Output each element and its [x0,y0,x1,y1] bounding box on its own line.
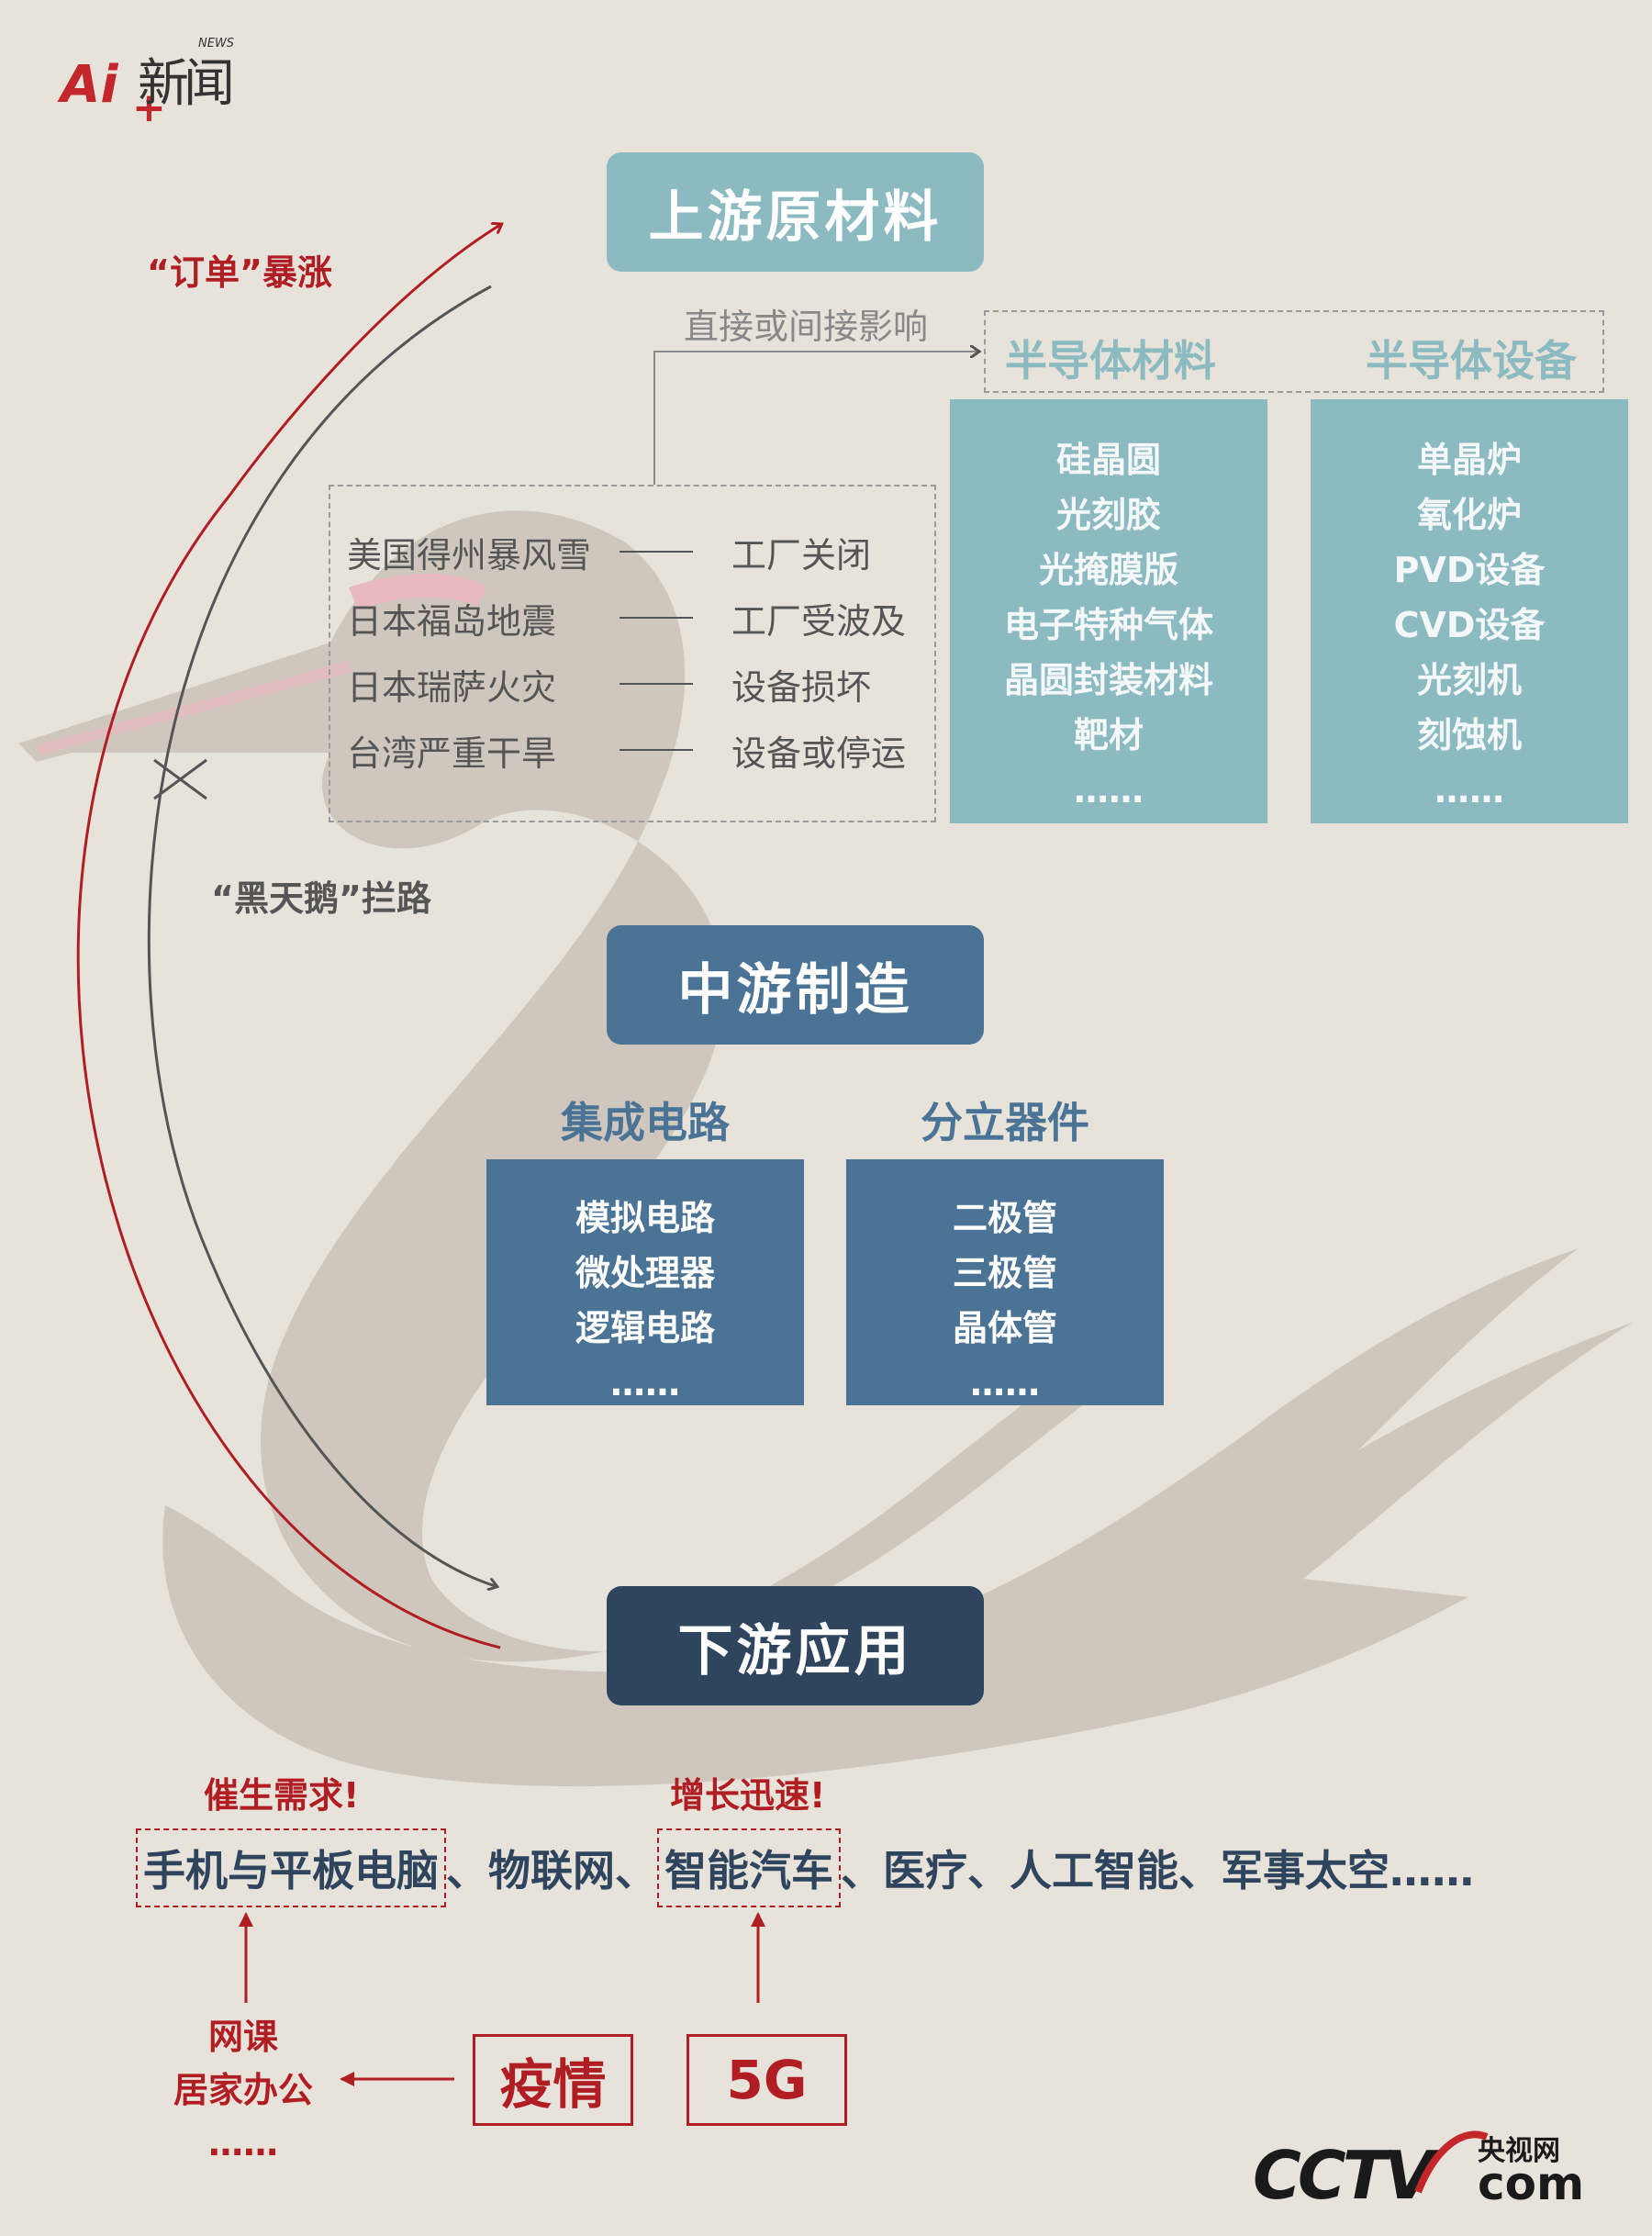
event-text: 日本瑞萨火灾 [347,667,557,708]
ic-item: 逻辑电路 [575,1308,715,1348]
ic-item: 模拟电路 [575,1198,715,1238]
discrete-item: …… [970,1363,1040,1403]
materials-item: 光掩膜版 [1038,550,1178,590]
event-result: 工厂受波及 [731,601,907,642]
logo-plus: + [132,84,166,131]
downstream-title: 下游应用 [607,1586,984,1705]
equipment-item: CVD设备 [1393,605,1546,645]
side-note: 居家办公 [173,2070,313,2110]
event-text: 美国得州暴风雪 [347,535,592,576]
block-x-mark [153,758,207,800]
cctv-swoosh-icon [1414,2130,1489,2194]
materials-item: 光刻胶 [1055,495,1161,535]
orders-surge-label: “订单”暴涨 [147,252,332,293]
cctv-com: com [1478,2157,1585,2210]
discrete-item: 二极管 [952,1198,1057,1238]
upstream-headers-frame [984,310,1604,393]
app-rest: 、医疗、人工智能、军事太空…… [841,1846,1474,1895]
equipment-item: 刻蚀机 [1416,715,1522,755]
ic-title: 集成电路 [561,1098,730,1147]
materials-box: 硅晶圆 光刻胶 光掩膜版 电子特种气体 晶圆封装材料 靶材 …… [950,399,1267,823]
applications-line: 手机与平板电脑 、 物联网 、 智能汽车 、医疗、人工智能、军事太空…… [136,1828,1474,1907]
app-separator: 、 [446,1846,488,1895]
ic-box: 模拟电路 微处理器 逻辑电路 …… [486,1159,804,1405]
app-phones: 手机与平板电脑 [136,1828,446,1907]
materials-item: 电子特种气体 [1003,605,1213,645]
event-result: 设备或停运 [731,733,907,774]
equipment-item: 氧化炉 [1416,495,1522,535]
discrete-item: 晶体管 [952,1308,1057,1348]
equipment-item: 单晶炉 [1416,440,1522,480]
swan-body [162,1248,1634,1787]
black-swan-arrow [147,285,496,1586]
midstream-title: 中游制造 [607,925,984,1045]
logo: Ai + 新闻 NEWS [61,37,244,138]
side-note: 网课 [207,2017,278,2057]
logo-ai: Ai [61,55,118,115]
event-dash [620,749,693,751]
influence-connector [653,352,977,485]
swan-beak-stripe [37,661,352,755]
event-dash [620,683,693,685]
discrete-title: 分立器件 [921,1098,1089,1147]
equipment-item: 光刻机 [1416,660,1522,700]
logo-news: NEWS [198,37,235,50]
ic-item: …… [610,1363,680,1403]
influence-label: 直接或间接影响 [684,307,929,347]
equipment-item: PVD设备 [1393,550,1546,590]
event-text: 日本福岛地震 [347,601,557,642]
equipment-item: …… [1434,770,1504,811]
side-note: …… [208,2123,278,2163]
events-box [329,485,936,822]
event-text: 台湾严重干旱 [347,733,557,774]
app-separator: 、 [615,1846,657,1895]
discrete-item: 三极管 [952,1253,1057,1293]
app-iot: 物联网 [488,1846,615,1895]
growth-label: 增长迅速! [670,1775,826,1816]
event-result: 设备损坏 [731,667,872,708]
side-notes: 网课 居家办公 …… [165,2010,321,2170]
orders-surge-arrow [76,225,500,1649]
pandemic-box: 疫情 [473,2034,633,2126]
event-dash [620,551,693,553]
discrete-box: 二极管 三极管 晶体管 …… [846,1159,1164,1405]
app-smart-car: 智能汽车 [657,1828,841,1907]
equipment-box: 单晶炉 氧化炉 PVD设备 CVD设备 光刻机 刻蚀机 …… [1311,399,1628,823]
swan-beak-stripe [349,574,486,610]
materials-item: …… [1074,770,1144,811]
black-swan-label: “黑天鹅”拦路 [211,878,431,919]
ic-item: 微处理器 [575,1253,715,1293]
event-dash [620,617,693,619]
cctv-wordmark: CCTV [1253,2137,1435,2214]
cctv-cn: 央视网 [1478,2135,1560,2167]
equipment-title: 半导体设备 [1366,336,1577,386]
logo-xinwen: 新闻 [138,54,235,114]
event-result: 工厂关闭 [731,535,872,576]
materials-title: 半导体材料 [1005,336,1216,386]
demand-label: 催生需求! [204,1775,360,1816]
swan-silhouette [28,510,1147,1662]
materials-item: 靶材 [1073,715,1144,755]
cctv-logo: CCTV 央视网 com [1253,2119,1602,2219]
fiveg-box: 5G [686,2034,847,2126]
materials-item: 硅晶圆 [1055,440,1161,480]
materials-item: 晶圆封装材料 [1003,660,1213,700]
upstream-title: 上游原材料 [607,152,984,272]
